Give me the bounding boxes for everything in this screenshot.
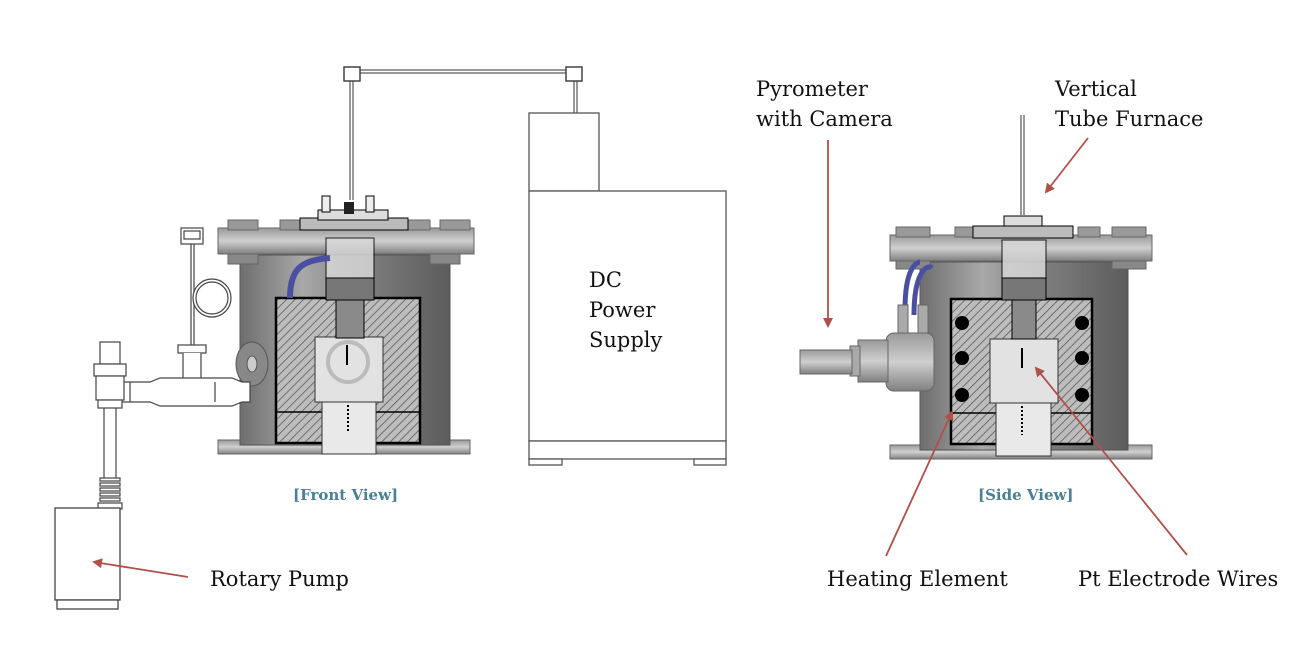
arrow-tube-furnace [1044,137,1089,194]
label-pyrometer-line2: with Camera [756,107,893,131]
label-heating-element: Heating Element [827,567,1008,591]
annotation-arrows [92,137,1188,578]
dc-power-supply [528,112,727,466]
label-rotary-pump: Rotary Pump [210,567,350,591]
label-pyrometer-line1: Pyrometer [756,77,868,101]
label-pyrometer: Pyrometer with Camera [756,74,893,134]
bellows [99,477,121,502]
caption-side-view: [Side View] [978,486,1074,504]
rotary-pump [54,507,121,610]
vacuum-line [93,227,251,510]
label-dc-line2: Power [589,298,656,322]
arrow-rotary-pump [92,558,189,578]
label-dc-line1: DC [589,268,622,292]
front-view-furnace [217,195,475,455]
caption-front-view: [Front View] [293,486,399,504]
label-pt-electrode-wires: Pt Electrode Wires [1078,567,1279,591]
electrode-cable [343,66,583,200]
label-vertical-tube-furnace: Vertical Tube Furnace [1055,74,1203,134]
label-furnace-line1: Vertical [1055,77,1137,101]
arrow-pt-electrode [1034,366,1188,556]
label-furnace-line2: Tube Furnace [1055,107,1204,131]
arrow-heating-element [885,410,954,557]
label-dc-power-supply: DC Power Supply [589,265,662,355]
side-view-furnace [799,115,1153,460]
label-dc-line3: Supply [589,328,663,352]
